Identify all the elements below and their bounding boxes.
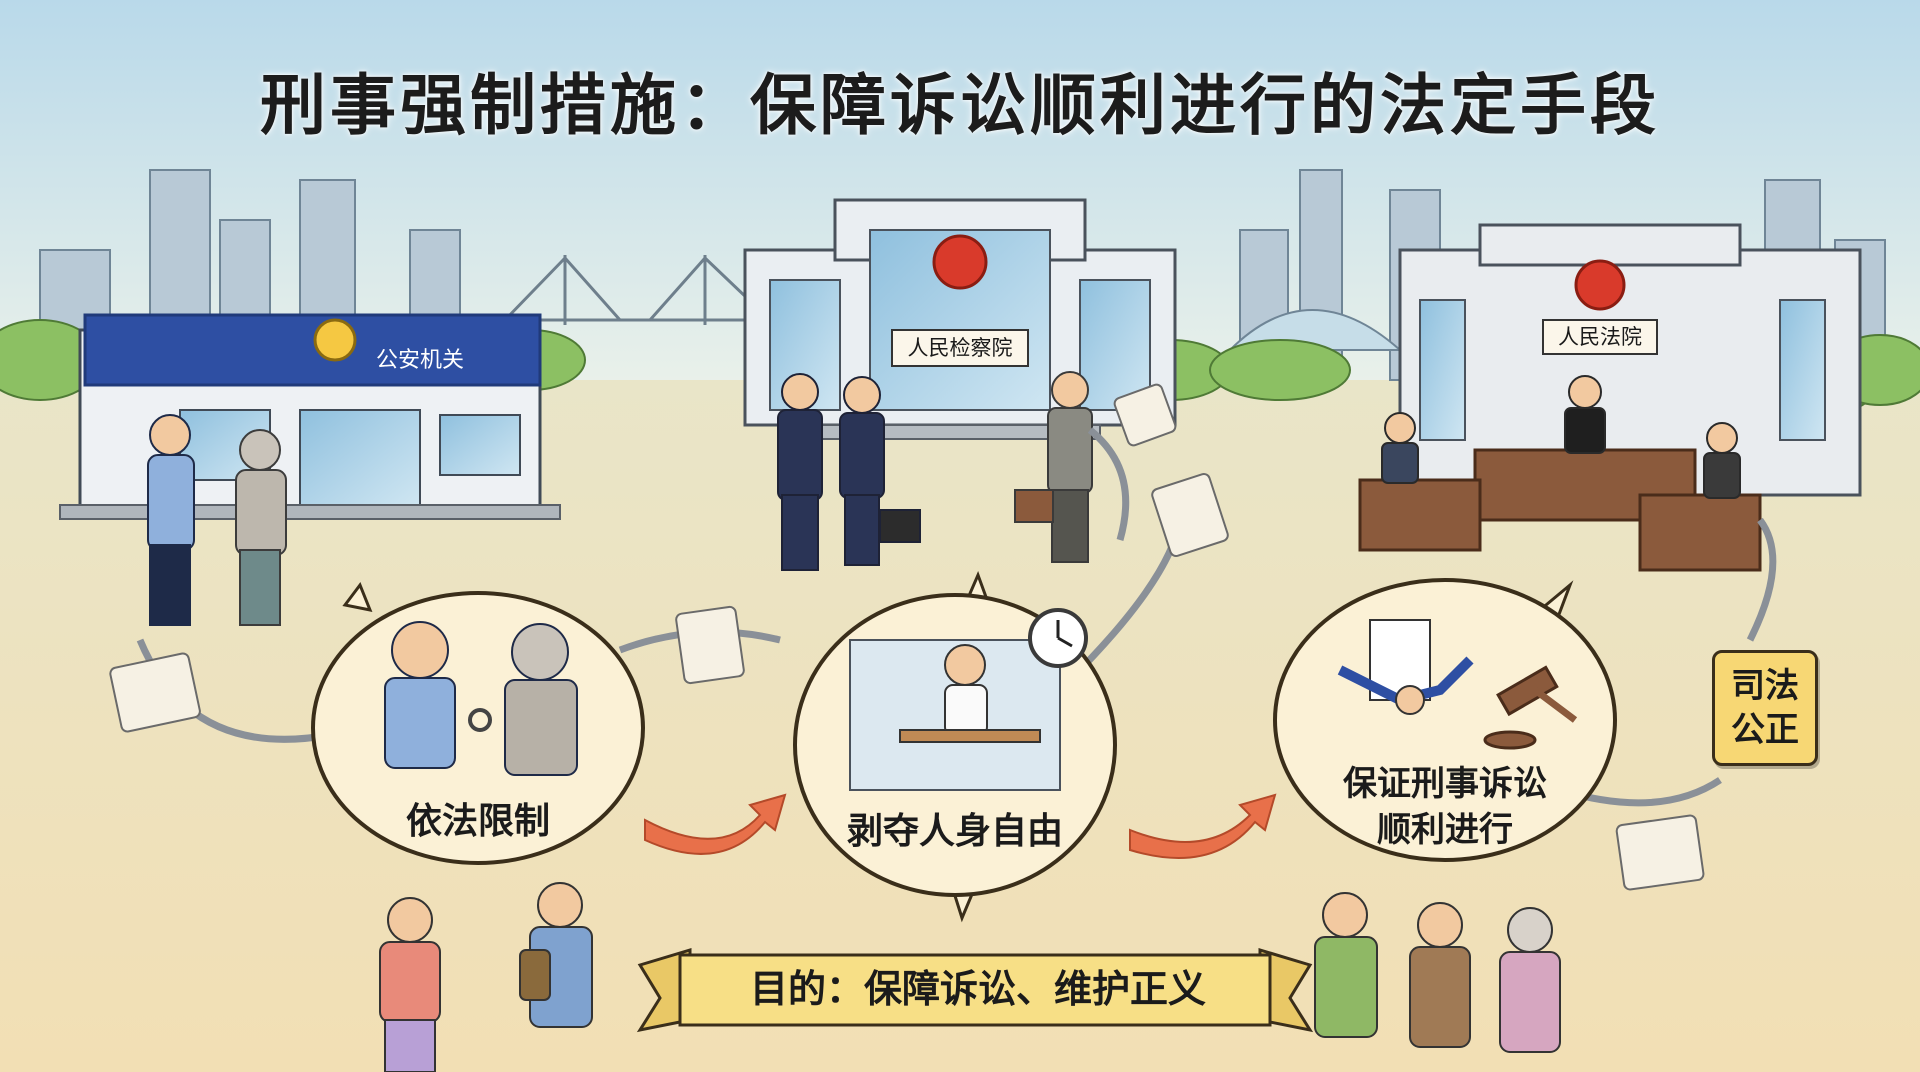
police-station-building [59, 313, 561, 520]
bystanders-right [1314, 892, 1561, 1053]
flow-arrows [644, 793, 1277, 859]
bubble-label-restriction: 依法限制 [405, 801, 550, 842]
bubble-deprivation [793, 570, 1117, 923]
page-title: 刑事强制措施：保障诉讼顺利进行的法定手段 [260, 67, 1660, 144]
procuratorate-sign: 人民检察院 [907, 336, 1013, 360]
bubble-guarantee [1273, 578, 1617, 862]
justice-badge: 司法 公正 [1712, 650, 1818, 766]
gavel-icon [1483, 665, 1578, 750]
clock-icon [1028, 608, 1088, 668]
bubble-label-guarantee-line2: 顺利进行 [1377, 810, 1513, 850]
man-with-briefcase-figure [1014, 371, 1093, 563]
handshake-icon [1337, 619, 1474, 715]
badge-line1: 司法 [1731, 666, 1799, 706]
bubble-label-guarantee-line1: 保证刑事诉讼 [1343, 764, 1547, 804]
prosecutors-figures [777, 373, 921, 571]
badge-line2: 公正 [1731, 710, 1799, 750]
bubble-label-deprivation: 剥夺人身自由 [846, 811, 1063, 852]
bystanders-left [379, 882, 593, 1072]
bubble-restriction [311, 581, 645, 865]
purpose-banner-ribbon [636, 947, 1314, 1033]
purpose-banner: 目的：保障诉讼、维护正义 [749, 967, 1206, 1011]
procuratorate-building [743, 198, 1177, 440]
suspect-figure-left [235, 429, 287, 626]
arrest-scene-icon [384, 621, 578, 776]
police-station-sign: 公安机关 [375, 348, 464, 373]
judge-and-lawyers-figures [1381, 375, 1741, 499]
cable-bridge [500, 255, 780, 325]
court-sign: 人民法院 [1558, 325, 1642, 349]
scroll-documents [109, 383, 1705, 891]
detained-person-icon [899, 644, 1041, 743]
police-officer-figure [147, 414, 195, 626]
court-building [1358, 223, 1862, 572]
